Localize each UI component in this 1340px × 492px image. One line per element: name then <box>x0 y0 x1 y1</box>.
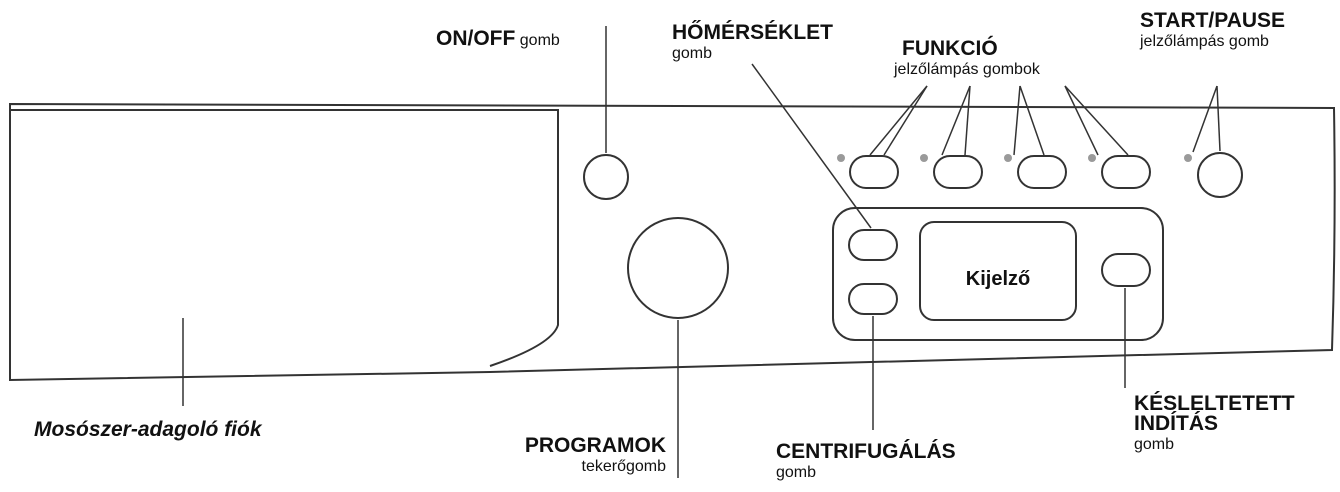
on-off-label: ON/OFF gomb <box>436 27 560 50</box>
display-cluster <box>832 207 1164 341</box>
function-button-2[interactable] <box>933 155 983 189</box>
temperature-label: HŐMÉRSÉKLET gomb <box>672 21 834 63</box>
function-button-1[interactable] <box>849 155 899 189</box>
on-off-button[interactable] <box>583 154 629 200</box>
function-led-4 <box>1088 154 1096 162</box>
spin-label: CENTRIFUGÁLÁS gomb <box>776 440 956 482</box>
detergent-drawer <box>10 109 559 367</box>
delayed-start-label: KÉSLELTETETT INDÍTÁS gomb <box>1134 392 1295 454</box>
programs-label: PROGRAMOK tekerőgomb <box>524 434 666 476</box>
display-screen <box>919 221 1077 321</box>
delayed-start-button[interactable] <box>1101 253 1151 287</box>
function-led-3 <box>1004 154 1012 162</box>
start-pause-label: START/PAUSE jelzőlámpás gomb <box>1140 9 1286 51</box>
temperature-button[interactable] <box>848 229 898 261</box>
detergent-drawer-label: Mosószer-adagoló fiók <box>34 418 262 441</box>
spin-button[interactable] <box>848 283 898 315</box>
function-label: FUNKCIÓ jelzőlámpás gombok <box>894 37 1040 79</box>
function-led-2 <box>920 154 928 162</box>
function-button-4[interactable] <box>1101 155 1151 189</box>
function-led-1 <box>837 154 845 162</box>
leader-lines <box>182 26 1221 478</box>
start-pause-led <box>1184 154 1192 162</box>
function-button-3[interactable] <box>1017 155 1067 189</box>
start-pause-button[interactable] <box>1197 152 1243 198</box>
display-label: Kijelző <box>966 268 1030 290</box>
program-dial[interactable] <box>627 217 729 319</box>
control-panel-outline <box>9 102 1336 382</box>
